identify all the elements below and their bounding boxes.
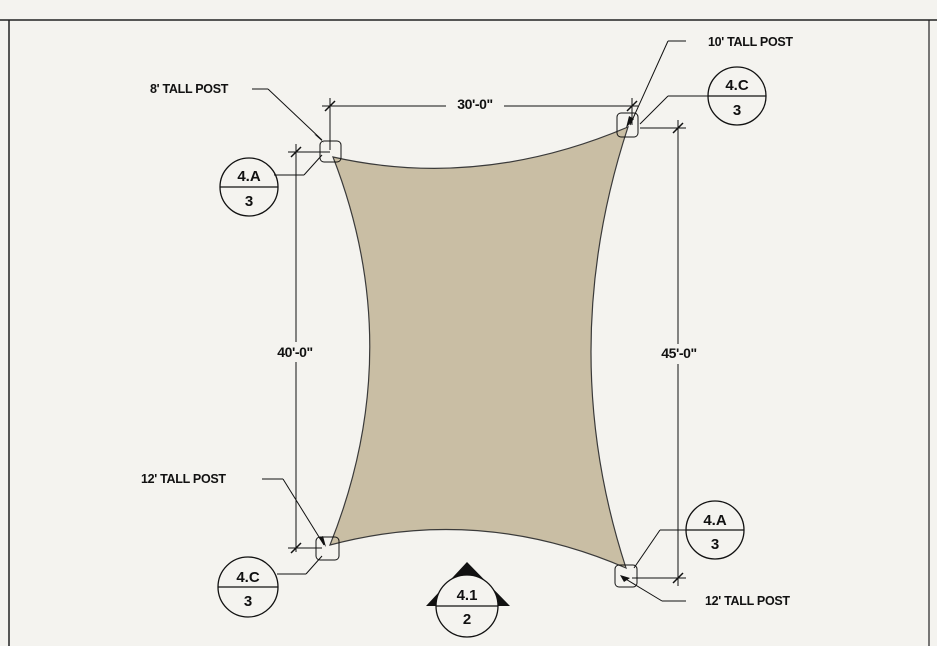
section-marker-detail: 4.1	[457, 587, 478, 604]
callout-top-right-post: 10' TALL POST	[626, 35, 794, 128]
section-marker-sheet: 2	[463, 611, 471, 628]
post-box-top-right	[616, 112, 639, 138]
post-label-bottom-right: 12' TALL POST	[705, 594, 790, 608]
dimension-left-label: 40'-0"	[277, 344, 313, 360]
callout-bottom-right-post: 12' TALL POST	[620, 575, 791, 608]
dimension-right-label: 45'-0"	[661, 345, 697, 361]
detail-ref-top-left: 4.A	[237, 168, 261, 185]
detail-bubble-bottom-left: 4.C 3	[217, 555, 323, 618]
detail-bubble-bottom-right: 4.A 3	[633, 500, 745, 569]
sheet-ref-bottom-right: 3	[711, 536, 719, 553]
dimension-top-label: 30'-0"	[457, 96, 493, 112]
callout-top-left-post: 8' TALL POST	[150, 82, 324, 143]
sheet-ref-top-left: 3	[245, 193, 253, 210]
detail-bubble-top-left: 4.A 3	[219, 154, 323, 217]
section-marker: 4.1 2	[426, 562, 510, 638]
detail-ref-bottom-left: 4.C	[236, 569, 260, 586]
shade-sail	[328, 125, 629, 570]
post-box-bottom-right	[614, 564, 638, 588]
sheet-ref-top-right: 3	[733, 102, 741, 119]
post-label-top-right: 10' TALL POST	[708, 35, 793, 49]
detail-ref-top-right: 4.C	[725, 77, 749, 94]
callout-bottom-left-post: 12' TALL POST	[141, 472, 326, 547]
sheet-ref-bottom-left: 3	[244, 593, 252, 610]
post-label-bottom-left: 12' TALL POST	[141, 472, 226, 486]
detail-ref-bottom-right: 4.A	[703, 512, 727, 529]
dimension-left: 40'-0"	[266, 144, 330, 554]
dimension-right: 45'-0"	[632, 120, 708, 586]
post-label-top-left: 8' TALL POST	[150, 82, 229, 96]
detail-bubble-top-right: 4.C 3	[639, 66, 767, 126]
